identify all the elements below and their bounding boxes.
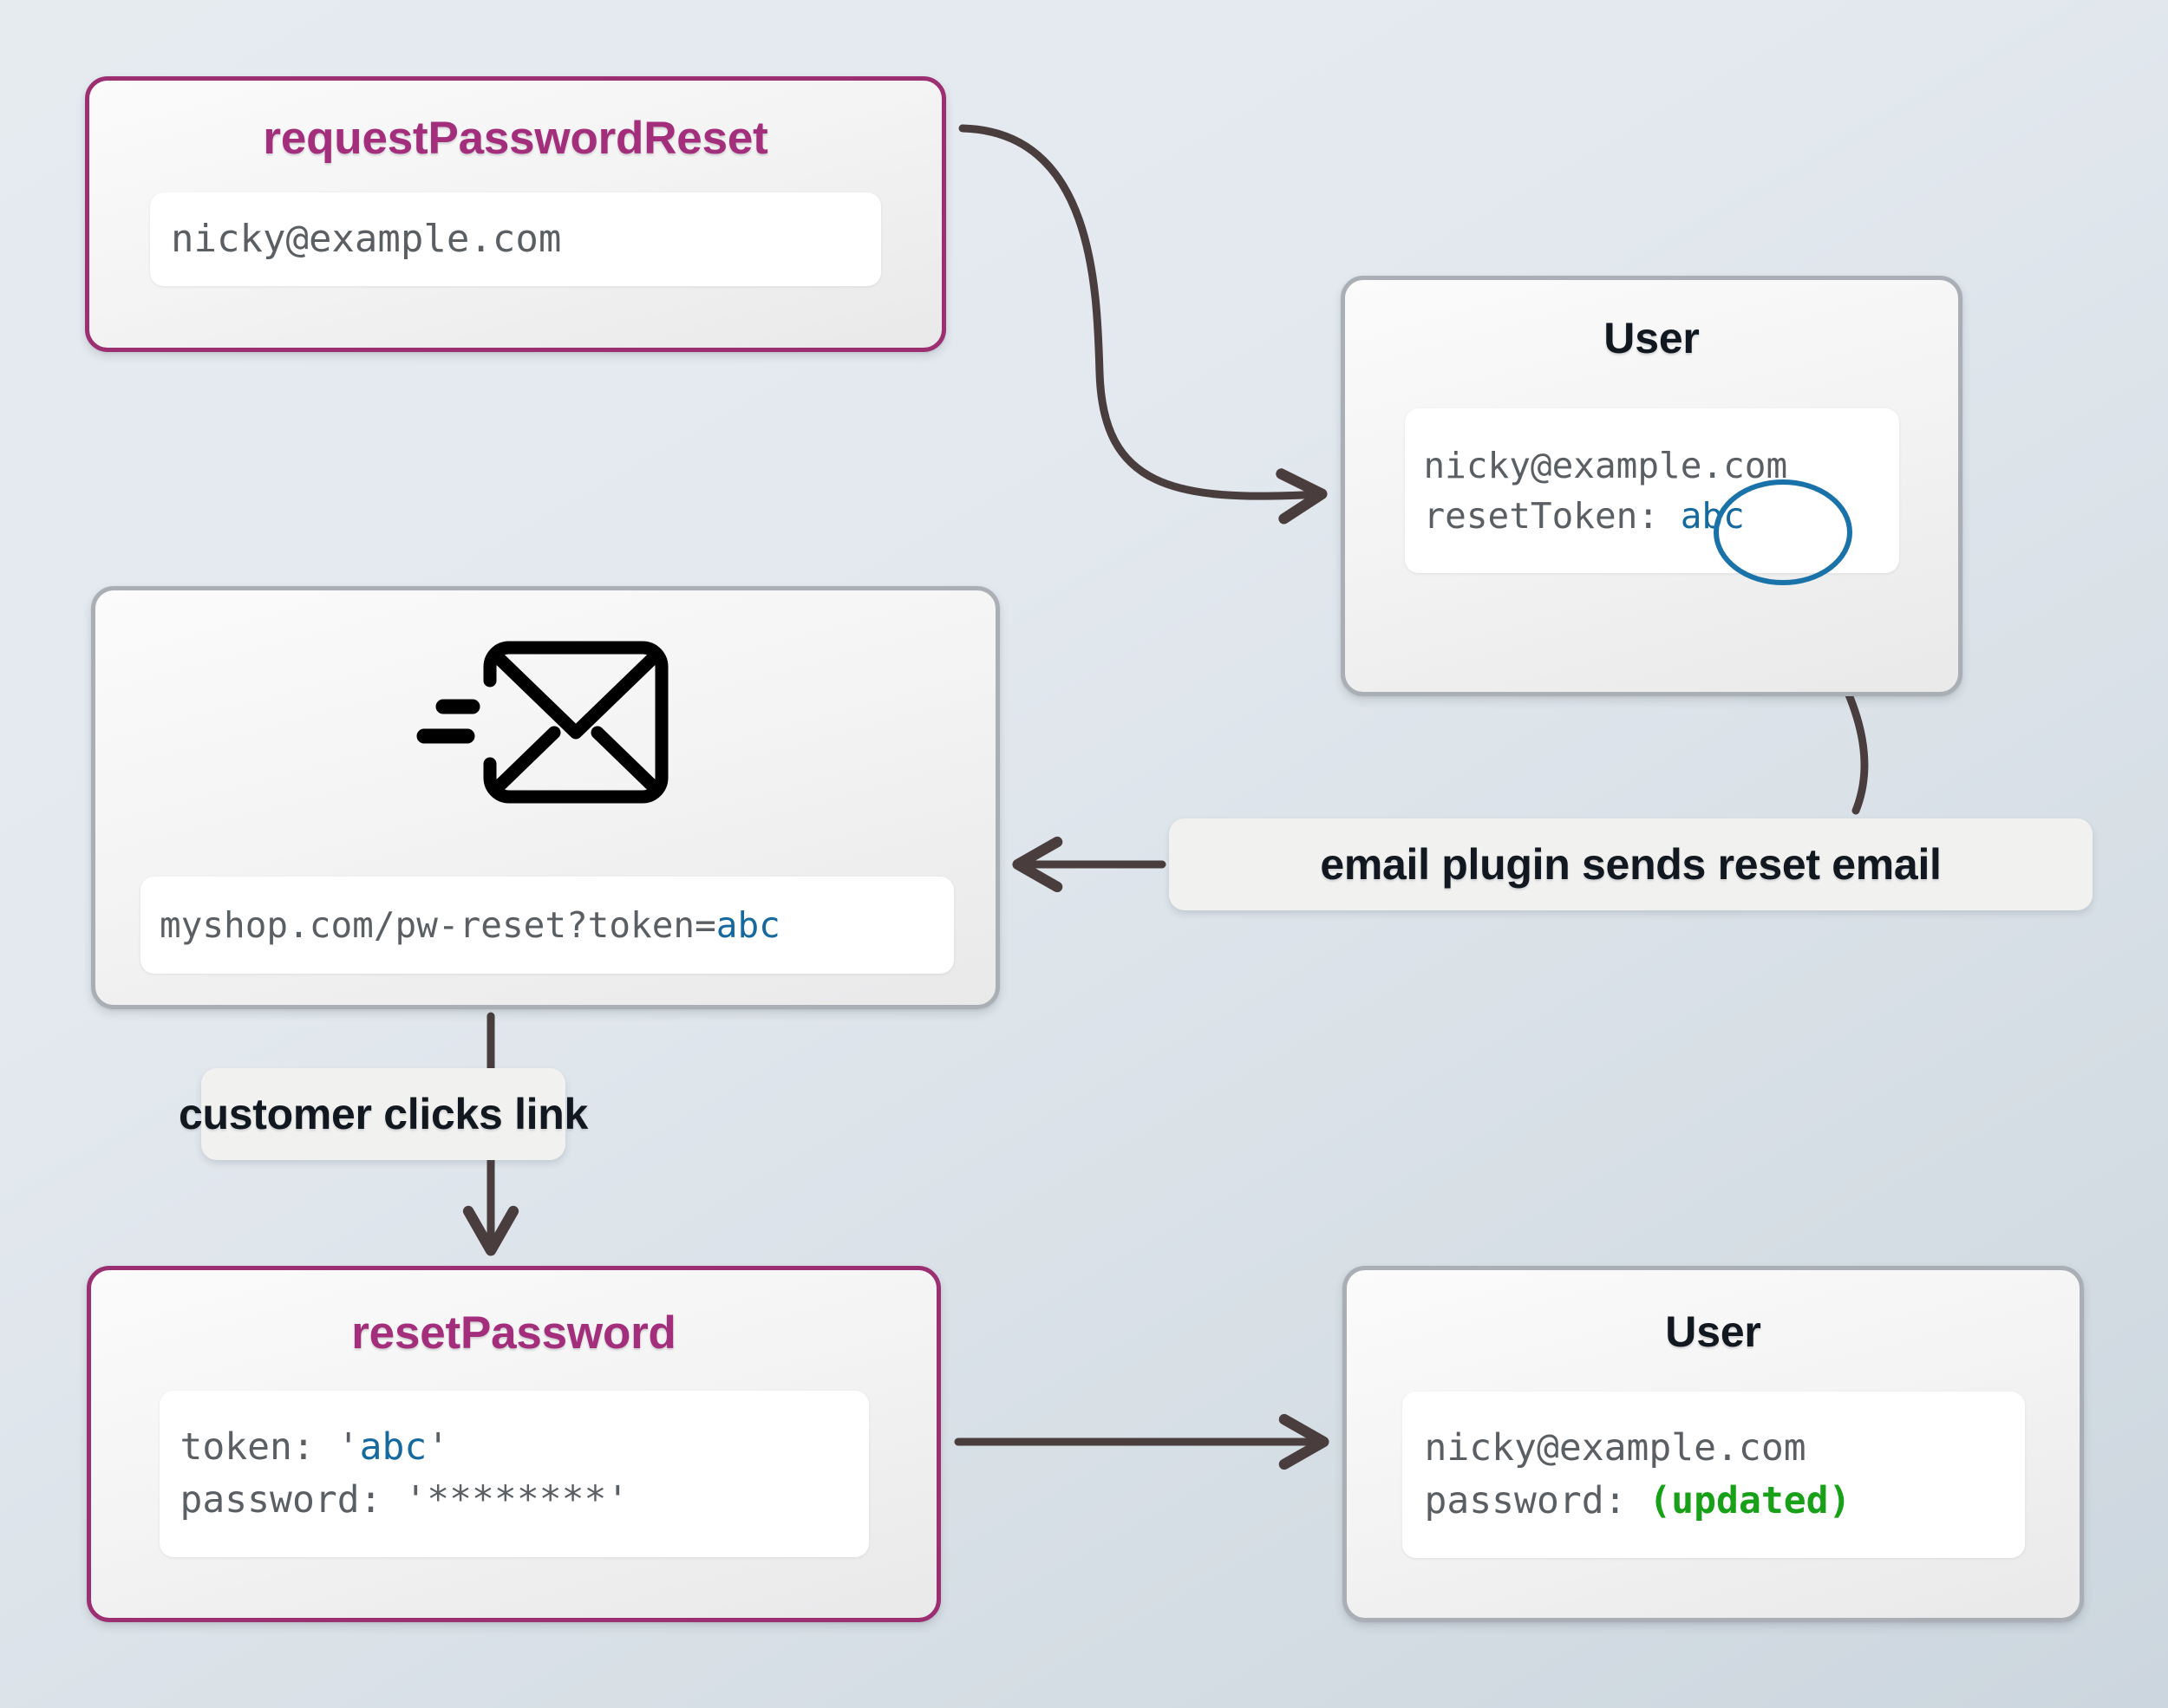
node-user-top[interactable]: User nicky@example.com resetToken: abc	[1341, 276, 1962, 696]
token-field-label: token: '	[180, 1424, 360, 1469]
send-envelope-icon	[415, 637, 676, 812]
password-updated-value: (updated)	[1649, 1479, 1851, 1522]
record-line-token: token: 'abc'	[180, 1421, 848, 1474]
token-field-suffix: '	[427, 1424, 450, 1469]
record-email-link: myshop.com/pw-reset?token=abc	[140, 877, 954, 974]
token-field-value: abc	[359, 1424, 428, 1469]
node-reset-password[interactable]: resetPassword token: 'abc' password: '**…	[87, 1266, 941, 1622]
reset-link-token: abc	[715, 903, 780, 946]
record-reset-password: token: 'abc' password: '********'	[159, 1391, 869, 1557]
node-user-bottom[interactable]: User nicky@example.com password: (update…	[1342, 1266, 2084, 1622]
node-title-user-top: User	[1603, 314, 1700, 362]
record-line-email: nicky@example.com	[171, 216, 562, 261]
record-line-password-updated: password: (updated)	[1425, 1475, 2002, 1528]
reset-link-label: myshop.com/pw-reset?token=	[160, 903, 716, 946]
node-request-password-reset[interactable]: requestPasswordReset nicky@example.com	[85, 76, 946, 352]
node-title-request-password-reset: requestPasswordReset	[263, 113, 768, 164]
node-title-user-bottom: User	[1665, 1307, 1761, 1356]
password-label: password:	[1424, 1479, 1649, 1522]
edge-label-customer-clicks: customer clicks link	[179, 1068, 588, 1160]
record-line-email: nicky@example.com	[1424, 1425, 1806, 1470]
reset-token-value: abc	[1680, 495, 1745, 537]
record-request-password-reset: nicky@example.com	[150, 192, 881, 286]
edge-label-email-plugin: email plugin sends reset email	[1169, 818, 2093, 910]
node-email-message[interactable]: myshop.com/pw-reset?token=abc	[91, 586, 1000, 1009]
reset-token-label: resetToken:	[1423, 495, 1681, 537]
record-user-top: nicky@example.com resetToken: abc	[1404, 408, 1899, 573]
record-line-reset-token: resetToken: abc	[1424, 491, 1880, 541]
record-line-email: nicky@example.com	[1423, 444, 1788, 486]
edge-request-to-user	[958, 124, 1328, 525]
record-user-bottom: nicky@example.com password: (updated)	[1401, 1392, 2025, 1558]
node-title-reset-password: resetPassword	[351, 1307, 676, 1359]
record-line-password: password: '********'	[180, 1478, 630, 1522]
record-line-reset-link: myshop.com/pw-reset?token=abc	[160, 900, 935, 950]
